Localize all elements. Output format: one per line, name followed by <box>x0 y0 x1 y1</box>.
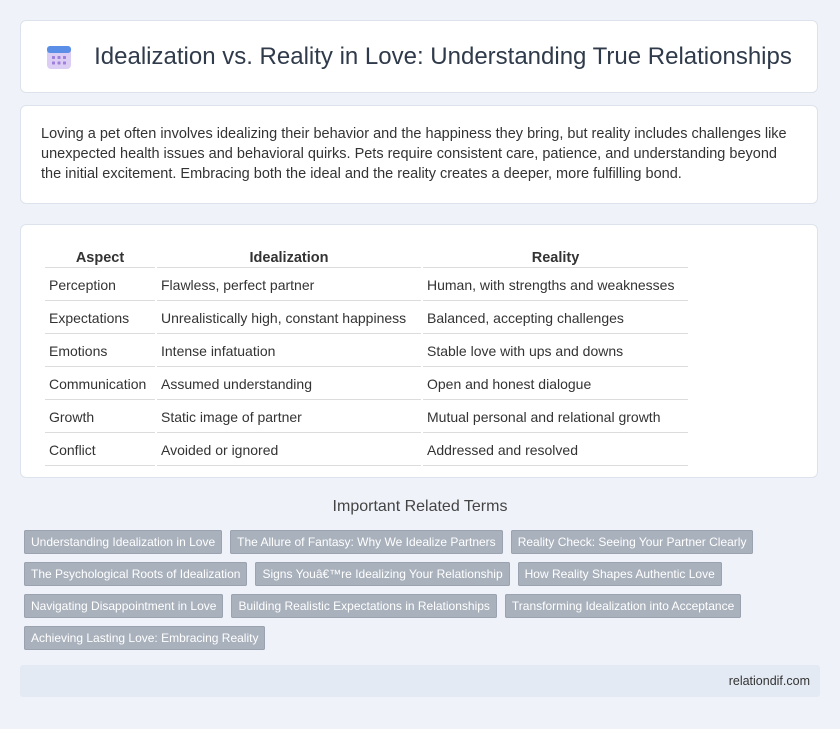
table-row: Expectations Unrealistically high, const… <box>45 303 688 334</box>
table-row: Communication Assumed understanding Open… <box>45 369 688 400</box>
related-terms-list: Understanding Idealization in Love The A… <box>24 530 794 658</box>
table-cell: Balanced, accepting challenges <box>423 303 688 334</box>
comparison-table: Aspect Idealization Reality Perception F… <box>43 245 690 468</box>
related-term-tag[interactable]: Signs Youâ€™re Idealizing Your Relations… <box>255 562 510 586</box>
table-row: Perception Flawless, perfect partner Hum… <box>45 270 688 301</box>
page-title: Idealization vs. Reality in Love: Unders… <box>94 42 792 70</box>
page-footer: relationdif.com <box>20 665 820 697</box>
table-cell: Emotions <box>45 336 155 367</box>
column-header-idealization: Idealization <box>157 247 421 268</box>
table-cell: Expectations <box>45 303 155 334</box>
table-cell: Communication <box>45 369 155 400</box>
table-cell: Unrealistically high, constant happiness <box>157 303 421 334</box>
related-term-tag[interactable]: The Psychological Roots of Idealization <box>24 562 248 586</box>
related-term-tag[interactable]: Understanding Idealization in Love <box>24 530 223 554</box>
related-terms-title: Important Related Terms <box>332 498 508 515</box>
related-term-tag[interactable]: Transforming Idealization into Acceptanc… <box>504 594 742 618</box>
table-cell: Addressed and resolved <box>423 435 688 466</box>
table-cell: Human, with strengths and weaknesses <box>423 270 688 301</box>
table-row: Conflict Avoided or ignored Addressed an… <box>45 435 688 466</box>
table-cell: Growth <box>45 402 155 433</box>
calendar-icon <box>47 45 72 69</box>
table-cell: Conflict <box>45 435 155 466</box>
related-term-tag[interactable]: Navigating Disappointment in Love <box>24 594 224 618</box>
intro-card: Loving a pet often involves idealizing t… <box>20 105 818 204</box>
related-term-tag[interactable]: Achieving Lasting Love: Embracing Realit… <box>24 626 266 650</box>
table-cell: Avoided or ignored <box>157 435 421 466</box>
table-cell: Flawless, perfect partner <box>157 270 421 301</box>
table-cell: Assumed understanding <box>157 369 421 400</box>
table-cell: Static image of partner <box>157 402 421 433</box>
table-cell: Open and honest dialogue <box>423 369 688 400</box>
related-term-tag[interactable]: The Allure of Fantasy: Why We Idealize P… <box>230 530 503 554</box>
comparison-card: Aspect Idealization Reality Perception F… <box>20 224 818 478</box>
related-term-tag[interactable]: Building Realistic Expectations in Relat… <box>231 594 497 618</box>
table-cell: Mutual personal and relational growth <box>423 402 688 433</box>
column-header-reality: Reality <box>423 247 688 268</box>
footer-site-link[interactable]: relationdif.com <box>728 674 810 688</box>
table-cell: Intense infatuation <box>157 336 421 367</box>
column-header-aspect: Aspect <box>45 247 155 268</box>
intro-text: Loving a pet often involves idealizing t… <box>41 126 787 182</box>
table-row: Emotions Intense infatuation Stable love… <box>45 336 688 367</box>
table-cell: Perception <box>45 270 155 301</box>
table-header-row: Aspect Idealization Reality <box>45 247 688 268</box>
table-row: Growth Static image of partner Mutual pe… <box>45 402 688 433</box>
table-cell: Stable love with ups and downs <box>423 336 688 367</box>
page-header: Idealization vs. Reality in Love: Unders… <box>20 20 818 93</box>
related-term-tag[interactable]: How Reality Shapes Authentic Love <box>517 562 722 586</box>
related-term-tag[interactable]: Reality Check: Seeing Your Partner Clear… <box>510 530 754 554</box>
